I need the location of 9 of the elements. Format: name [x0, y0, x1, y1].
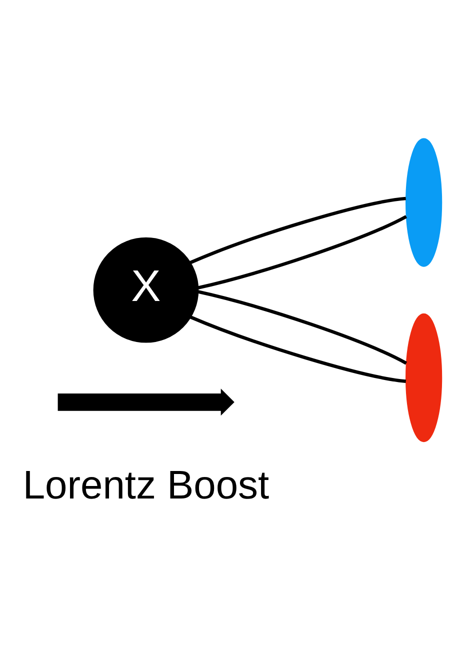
connector: [189, 196, 406, 264]
connector: [197, 290, 407, 365]
node-circle: X: [92, 237, 198, 343]
node-ellipse: [405, 313, 442, 442]
node-arrow: [57, 388, 234, 416]
connector: [190, 316, 406, 383]
label: Lorentz Boost: [22, 463, 269, 508]
node-ellipse: [405, 138, 442, 267]
connector: [197, 215, 407, 290]
